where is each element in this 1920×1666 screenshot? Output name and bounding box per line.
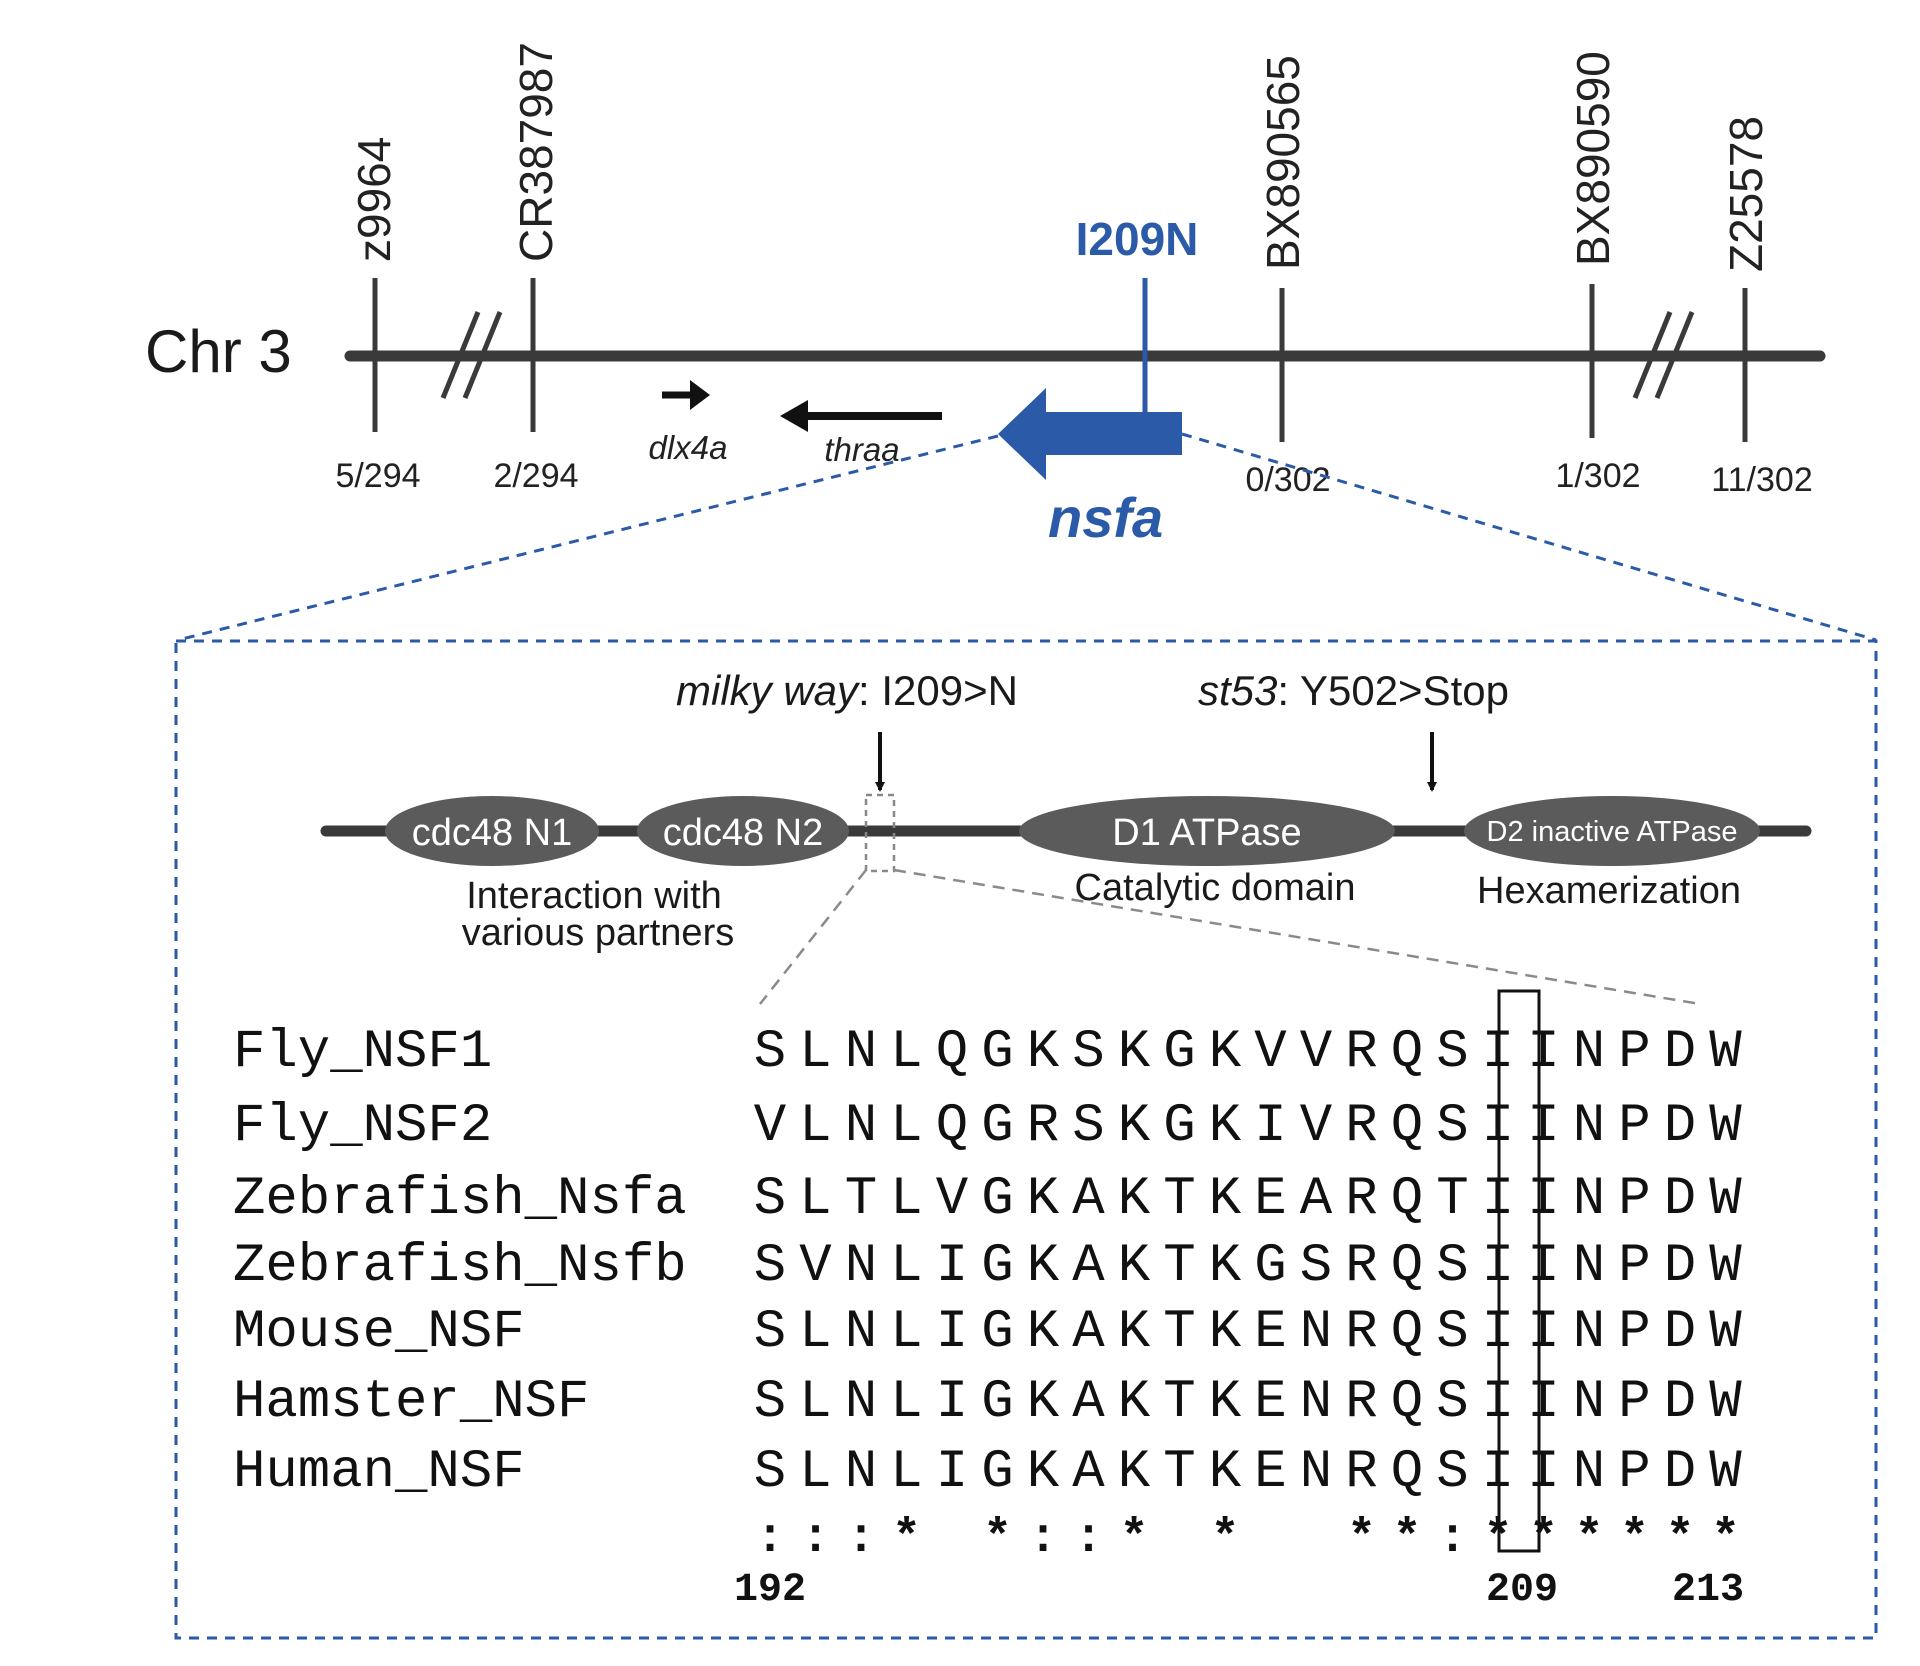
mutation-marker-i209n: I209N: [1076, 213, 1199, 416]
function-hexamerization: Hexamerization: [1477, 870, 1741, 912]
function-interaction-line2: various partners: [462, 912, 734, 954]
domain-label: cdc48 N2: [663, 812, 824, 854]
conserved-i209-box: [1497, 989, 1541, 1553]
marker-name: BX890565: [1257, 55, 1309, 270]
mutation-milky-way: milky way: I209>N: [676, 667, 1018, 714]
marker-ratio: 11/302: [1711, 461, 1812, 499]
domain-cdc48-n1: [385, 796, 599, 866]
marker-z9964: z9964 5/294: [335, 137, 420, 495]
function-interaction-line1: Interaction with: [466, 875, 722, 917]
domain-d1-atpase: [1019, 796, 1395, 866]
sequence-name: Hamster_NSF: [233, 1372, 589, 1433]
gene-label-dlx4a: dlx4a: [649, 429, 728, 466]
sequence-name: Mouse_NSF: [233, 1302, 525, 1363]
sequence-name: Fly_NSF2: [233, 1096, 492, 1157]
arrow-left-icon: [780, 400, 808, 432]
gene-nsfa: nsfa: [998, 388, 1182, 549]
gene-label-thraa: thraa: [824, 431, 899, 468]
sequence-name: Zebrafish_Nsfb: [233, 1236, 687, 1297]
gene-dlx4a: dlx4a: [649, 380, 728, 466]
marker-ratio: 2/294: [493, 457, 578, 495]
position-213: 213: [1672, 1568, 1744, 1613]
sequence-name: Fly_NSF1: [233, 1022, 492, 1083]
gene-label-nsfa: nsfa: [1048, 486, 1163, 549]
domain-d2-inactive-atpase: [1464, 796, 1760, 866]
chromosome-break-left: [440, 311, 503, 399]
marker-name: z9964: [348, 137, 400, 262]
conservation-symbols: :::* *::* * **:******: [756, 1512, 1740, 1566]
allele-name: milky way: [676, 667, 861, 714]
zoom-box: [174, 639, 1878, 1640]
domain-cdc48-n2: [637, 796, 849, 866]
zoom-connectors: [177, 432, 1877, 642]
allele-change: : I209>N: [858, 667, 1018, 714]
nsfa-arrow-icon: [998, 388, 1182, 480]
mutation-st53: st53: Y502>Stop: [1198, 667, 1509, 714]
allele-change: : Y502>Stop: [1277, 667, 1509, 714]
chromosome-label: Chr 3: [145, 318, 292, 385]
marker-name: BX890590: [1567, 51, 1619, 266]
sequence-name-column: Fly_NSF1Fly_NSF2Zebrafish_NsfaZebrafish_…: [233, 1022, 687, 1503]
sequence-alignment: Fly_NSF1Fly_NSF2Zebrafish_NsfaZebrafish_…: [233, 989, 1744, 1613]
function-catalytic: Catalytic domain: [1075, 867, 1356, 909]
marker-ratio: 0/302: [1245, 461, 1330, 499]
marker-cr387987: CR387987 2/294: [493, 42, 578, 495]
marker-name: CR387987: [510, 42, 562, 262]
marker-z25578: Z25578 11/302: [1711, 116, 1812, 499]
domain-label: D1 ATPase: [1112, 812, 1301, 854]
alignment-zoom-lines: [759, 868, 1701, 1006]
marker-ratio: 5/294: [335, 457, 420, 495]
position-209: 209: [1486, 1568, 1558, 1613]
marker-bx890590: BX890590 1/302: [1555, 51, 1640, 495]
chromosome-map: Chr 3 z9964 5/294 CR387987 2/294 BX89056…: [145, 42, 1826, 549]
gene-thraa: thraa: [780, 400, 942, 468]
mutation-marker-label: I209N: [1076, 213, 1199, 265]
mutation-annotations: milky way: I209>N st53: Y502>Stop: [676, 667, 1509, 792]
mutation-region-box: [864, 793, 896, 873]
marker-name: Z25578: [1720, 116, 1772, 272]
position-192: 192: [734, 1568, 806, 1613]
chromosome-break-right: [1632, 311, 1695, 399]
marker-bx890565: BX890565 0/302: [1245, 55, 1330, 499]
allele-name: st53: [1198, 667, 1277, 714]
marker-ratio: 1/302: [1555, 457, 1640, 495]
sequence-name: Zebrafish_Nsfa: [233, 1169, 687, 1230]
domain-label: cdc48 N1: [412, 812, 573, 854]
domain-label: D2 inactive ATPase: [1487, 816, 1738, 848]
protein-diagram: cdc48 N1 cdc48 N2 D1 ATPase D2 inactive …: [320, 793, 1812, 954]
sequence-name: Human_NSF: [233, 1442, 525, 1503]
arrow-right-icon: [690, 380, 710, 410]
conservation-row: :::* *::* * **:******: [756, 1512, 1740, 1566]
